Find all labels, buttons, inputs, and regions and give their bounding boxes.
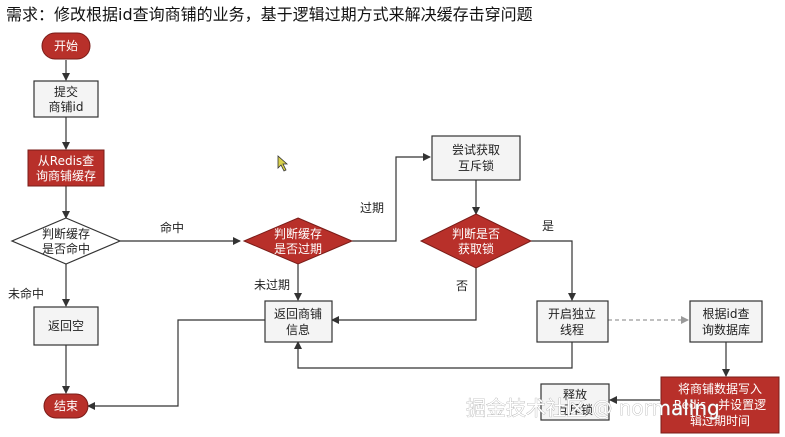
svg-text:判断是否: 判断是否 (452, 226, 500, 241)
edge-label-yes: 是 (542, 219, 554, 233)
svg-text:获取锁: 获取锁 (458, 241, 494, 256)
svg-text:返回空: 返回空 (48, 319, 84, 333)
svg-text:是否命中: 是否命中 (42, 241, 90, 256)
svg-text:返回商铺: 返回商铺 (274, 306, 322, 321)
open-thread-box: 开启独立 线程 (536, 300, 609, 343)
release-lock-box: 释放 互斥锁 (540, 383, 610, 421)
svg-text:信息: 信息 (286, 322, 310, 337)
svg-text:从Redis查: 从Redis查 (38, 154, 94, 168)
svg-text:释放: 释放 (563, 387, 587, 402)
mouse-cursor-icon (277, 155, 289, 172)
svg-text:开始: 开始 (54, 39, 78, 53)
edge-gotlock-yes-thread (531, 240, 576, 301)
edge-gotlock-no-return (331, 268, 477, 324)
svg-text:开启独立: 开启独立 (548, 306, 596, 321)
svg-text:根据id查: 根据id查 (703, 307, 750, 321)
end-terminator: 结束 (43, 393, 89, 419)
edge-label-expired: 过期 (360, 201, 384, 215)
return-null-box: 返回空 (33, 306, 99, 346)
cache-expire-decision: 判断缓存 是否过期 (242, 217, 354, 265)
svg-text:询商铺缓存: 询商铺缓存 (36, 168, 96, 183)
svg-text:询数据库: 询数据库 (702, 322, 750, 337)
cache-hit-decision: 判断缓存 是否命中 (10, 217, 122, 265)
edge-expire-trylock (352, 153, 431, 242)
edges (62, 60, 730, 410)
write-cache-box: 将商铺数据写入 Redis，并设置逻 辑过期时间 (660, 376, 780, 434)
svg-text:互斥锁: 互斥锁 (557, 402, 593, 417)
svg-text:将商铺数据写入: 将商铺数据写入 (678, 381, 762, 396)
svg-text:线程: 线程 (560, 322, 584, 337)
svg-text:是否过期: 是否过期 (274, 242, 322, 256)
start-terminator: 开始 (41, 32, 91, 60)
try-lock-box: 尝试获取 互斥锁 (431, 135, 521, 181)
query-redis-box: 从Redis查 询商铺缓存 (27, 149, 105, 187)
svg-text:商铺id: 商铺id (49, 99, 84, 114)
edge-label-hit: 命中 (160, 220, 184, 235)
edge-label-not-expired: 未过期 (254, 278, 290, 292)
svg-text:提交: 提交 (54, 84, 78, 99)
watermark-text: 掘金技术社区 @ normaling (466, 396, 720, 420)
edge-thread-return (294, 341, 573, 369)
svg-text:结束: 结束 (54, 399, 78, 413)
edge-label-miss: 未命中 (8, 286, 44, 301)
query-db-box: 根据id查 询数据库 (689, 300, 763, 343)
svg-text:判断缓存: 判断缓存 (42, 226, 90, 241)
edge-return-end (87, 319, 265, 410)
return-shop-info-box: 返回商铺 信息 (264, 300, 333, 343)
submit-id-box: 提交 商铺id (33, 80, 99, 118)
svg-text:Redis，并设置逻: Redis，并设置逻 (674, 398, 766, 412)
page-title: 需求：修改根据id查询商铺的业务，基于逻辑过期方式来解决缓存击穿问题 (6, 5, 533, 24)
got-lock-decision: 判断是否 获取锁 (419, 213, 533, 269)
svg-text:互斥锁: 互斥锁 (458, 158, 494, 173)
svg-text:判断缓存: 判断缓存 (274, 226, 322, 241)
svg-text:尝试获取: 尝试获取 (452, 142, 500, 157)
edge-label-no: 否 (456, 279, 468, 293)
svg-text:辑过期时间: 辑过期时间 (690, 414, 750, 428)
